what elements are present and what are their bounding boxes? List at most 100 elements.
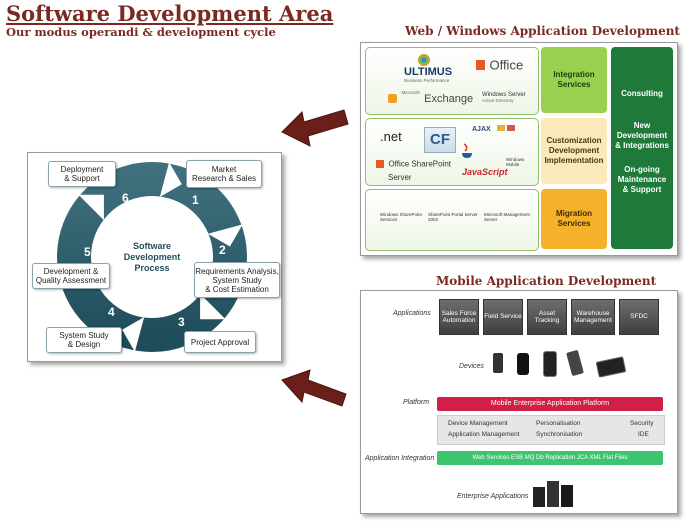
spps-text: SharePoint Portal Server 2003: [428, 212, 478, 222]
app-3-line2: Tracking: [534, 317, 560, 324]
javascript-text: JavaScript: [462, 167, 508, 177]
cycle-center-line2: Development: [123, 252, 181, 262]
app-1-line2: Automation: [442, 317, 476, 324]
integration-services-label: Integration Services: [553, 70, 595, 89]
ajax-text: AJAX: [472, 126, 491, 133]
cycle-center-line3: Process: [134, 263, 170, 273]
app-2-line1: Field Service: [484, 313, 522, 321]
tablet-device-icon: [595, 356, 627, 378]
windows-server-logo-icon: Windows Server Active Directory: [482, 92, 526, 103]
step-1-line2: Research & Sales: [191, 174, 257, 183]
phone-device-icon: [493, 353, 503, 373]
coldfusion-logo-icon: CF: [424, 127, 456, 153]
exchange-logo-icon: Microsoft Exchange: [388, 90, 473, 108]
web-section-title: Web / Windows Application Development: [405, 24, 680, 38]
spps-logo-icon: SharePoint Portal Server 2003: [428, 212, 478, 222]
cf-text: CF: [430, 131, 450, 148]
customization-label-3: Implementation: [544, 156, 604, 165]
step-1-line1: Market: [211, 165, 237, 174]
step-box-4: System Study & Design: [46, 327, 122, 353]
iphone-device-icon: [543, 351, 557, 377]
ultimus-sub: Business Performance: [404, 78, 450, 83]
consulting-label: Consulting: [621, 89, 663, 98]
customization-box: Customization Development Implementation: [541, 118, 607, 184]
web-windows-panel: ULTIMUS Business Performance Office Micr…: [360, 42, 678, 256]
servers-icon: [533, 479, 583, 507]
cycle-center-line1: Software: [132, 241, 171, 251]
integration-services-box: Integration Services: [541, 47, 607, 113]
step-6-line2: & Support: [64, 174, 100, 183]
step-number-6: 6: [122, 191, 129, 205]
page-subtitle: Our modus operandi & development cycle: [6, 25, 276, 39]
step-2-line2: System Study: [212, 275, 262, 285]
exchange-ms: Microsoft: [401, 90, 420, 95]
label-application-integration: Application Integration: [365, 455, 435, 462]
dotnet-logo-icon: .net: [380, 129, 402, 144]
step-3-line1: Project Approval: [190, 337, 250, 347]
migration-services-box: Migration Services: [541, 189, 607, 249]
winmobile-text: Windows Mobile: [506, 157, 525, 167]
app-box-5: SFDC: [619, 299, 659, 335]
logo-group-1: ULTIMUS Business Performance Office Micr…: [365, 47, 539, 115]
integration-bar: Web Services ESB MQ Db Replication JCA X…: [437, 451, 663, 465]
integration-bar-label: Web Services ESB MQ Db Replication JCA X…: [472, 455, 628, 461]
step-6-line1: Deployment: [60, 165, 104, 174]
page-title: Software Development Area: [6, 1, 334, 26]
label-enterprise-applications: Enterprise Applications: [457, 493, 529, 500]
ajax-logo-icon: AJAX: [472, 125, 515, 133]
label-platform: Platform: [403, 399, 430, 406]
platform-bar: Mobile Enterprise Application Platform: [437, 397, 663, 411]
wss-logo-icon: Windows SharePoint Services: [380, 212, 424, 222]
customization-label-1: Customization: [546, 136, 602, 145]
java-logo-icon: [460, 141, 474, 164]
label-devices: Devices: [459, 363, 484, 370]
step-4-line2: & Design: [67, 340, 101, 349]
app-box-2: Field Service: [483, 299, 523, 335]
customization-label-2: Development: [548, 146, 600, 155]
exchange-text: Exchange: [424, 92, 474, 105]
office-text: Office: [489, 57, 524, 73]
app-1-line1: Sales Force: [441, 309, 477, 317]
app-4-line1: Warehouse: [576, 309, 610, 317]
windows-mobile-logo-icon: Windows Mobile: [506, 157, 532, 167]
svc-personalisation: Personalisation: [536, 420, 581, 427]
new-dev-label-1: New Development: [616, 121, 668, 140]
mss-logo-icon: Microsoft Management Server: [484, 212, 530, 222]
app-5-line1: SFDC: [630, 313, 648, 321]
svc-app-mgmt: Application Management: [448, 431, 520, 438]
svc-security: Security: [630, 420, 654, 427]
mss-text: Microsoft Management Server: [484, 212, 530, 222]
step-box-2: Requirements Analysis, System Study & Co…: [194, 262, 280, 298]
step-number-1: 1: [192, 193, 199, 207]
wss-text: Windows SharePoint Services: [380, 212, 422, 222]
arrow-to-cycle-top-icon: [281, 109, 349, 147]
step-number-3: 3: [178, 315, 185, 329]
smartphone-device-icon: [517, 353, 529, 375]
ongoing-label-2: Maintenance: [617, 175, 667, 184]
logo-group-3: Windows SharePoint Services SharePoint P…: [365, 189, 539, 251]
javascript-logo-icon: JavaScript: [462, 167, 508, 177]
step-box-5: Development & Quality Assessment: [32, 263, 110, 289]
svc-sync: Synchronisation: [536, 431, 583, 438]
scanner-device-icon: [566, 349, 584, 377]
step-box-1: Market Research & Sales: [186, 160, 262, 188]
new-dev-label-2: & Integrations: [615, 141, 669, 150]
platform-bar-label: Mobile Enterprise Application Platform: [490, 400, 610, 407]
app-box-1: Sales Force Automation: [439, 299, 479, 335]
development-cycle-panel: Software Development Process 1 2 3 4 5 6…: [27, 152, 282, 362]
ongoing-label-3: & Support: [622, 185, 662, 194]
app-box-4: Warehouse Management: [571, 299, 615, 335]
label-applications: Applications: [393, 310, 431, 317]
step-number-5: 5: [84, 245, 91, 259]
mobile-section-title: Mobile Application Development: [436, 274, 657, 288]
ultimus-text: ULTIMUS: [404, 66, 453, 78]
mobile-panel: Applications Devices Platform Applicatio…: [360, 290, 678, 514]
step-box-6: Deployment & Support: [48, 161, 116, 187]
net-text: .net: [380, 129, 402, 144]
consulting-column: Consulting New Development & Integration…: [611, 47, 673, 249]
office-logo-icon: Office: [476, 56, 523, 74]
winserver-text: Windows Server: [482, 92, 526, 98]
app-box-3: Asset Tracking: [527, 299, 567, 335]
svc-device-mgmt: Device Management: [448, 420, 508, 427]
logo-group-2: .net CF AJAX Office SharePoint Server Ja…: [365, 118, 539, 186]
